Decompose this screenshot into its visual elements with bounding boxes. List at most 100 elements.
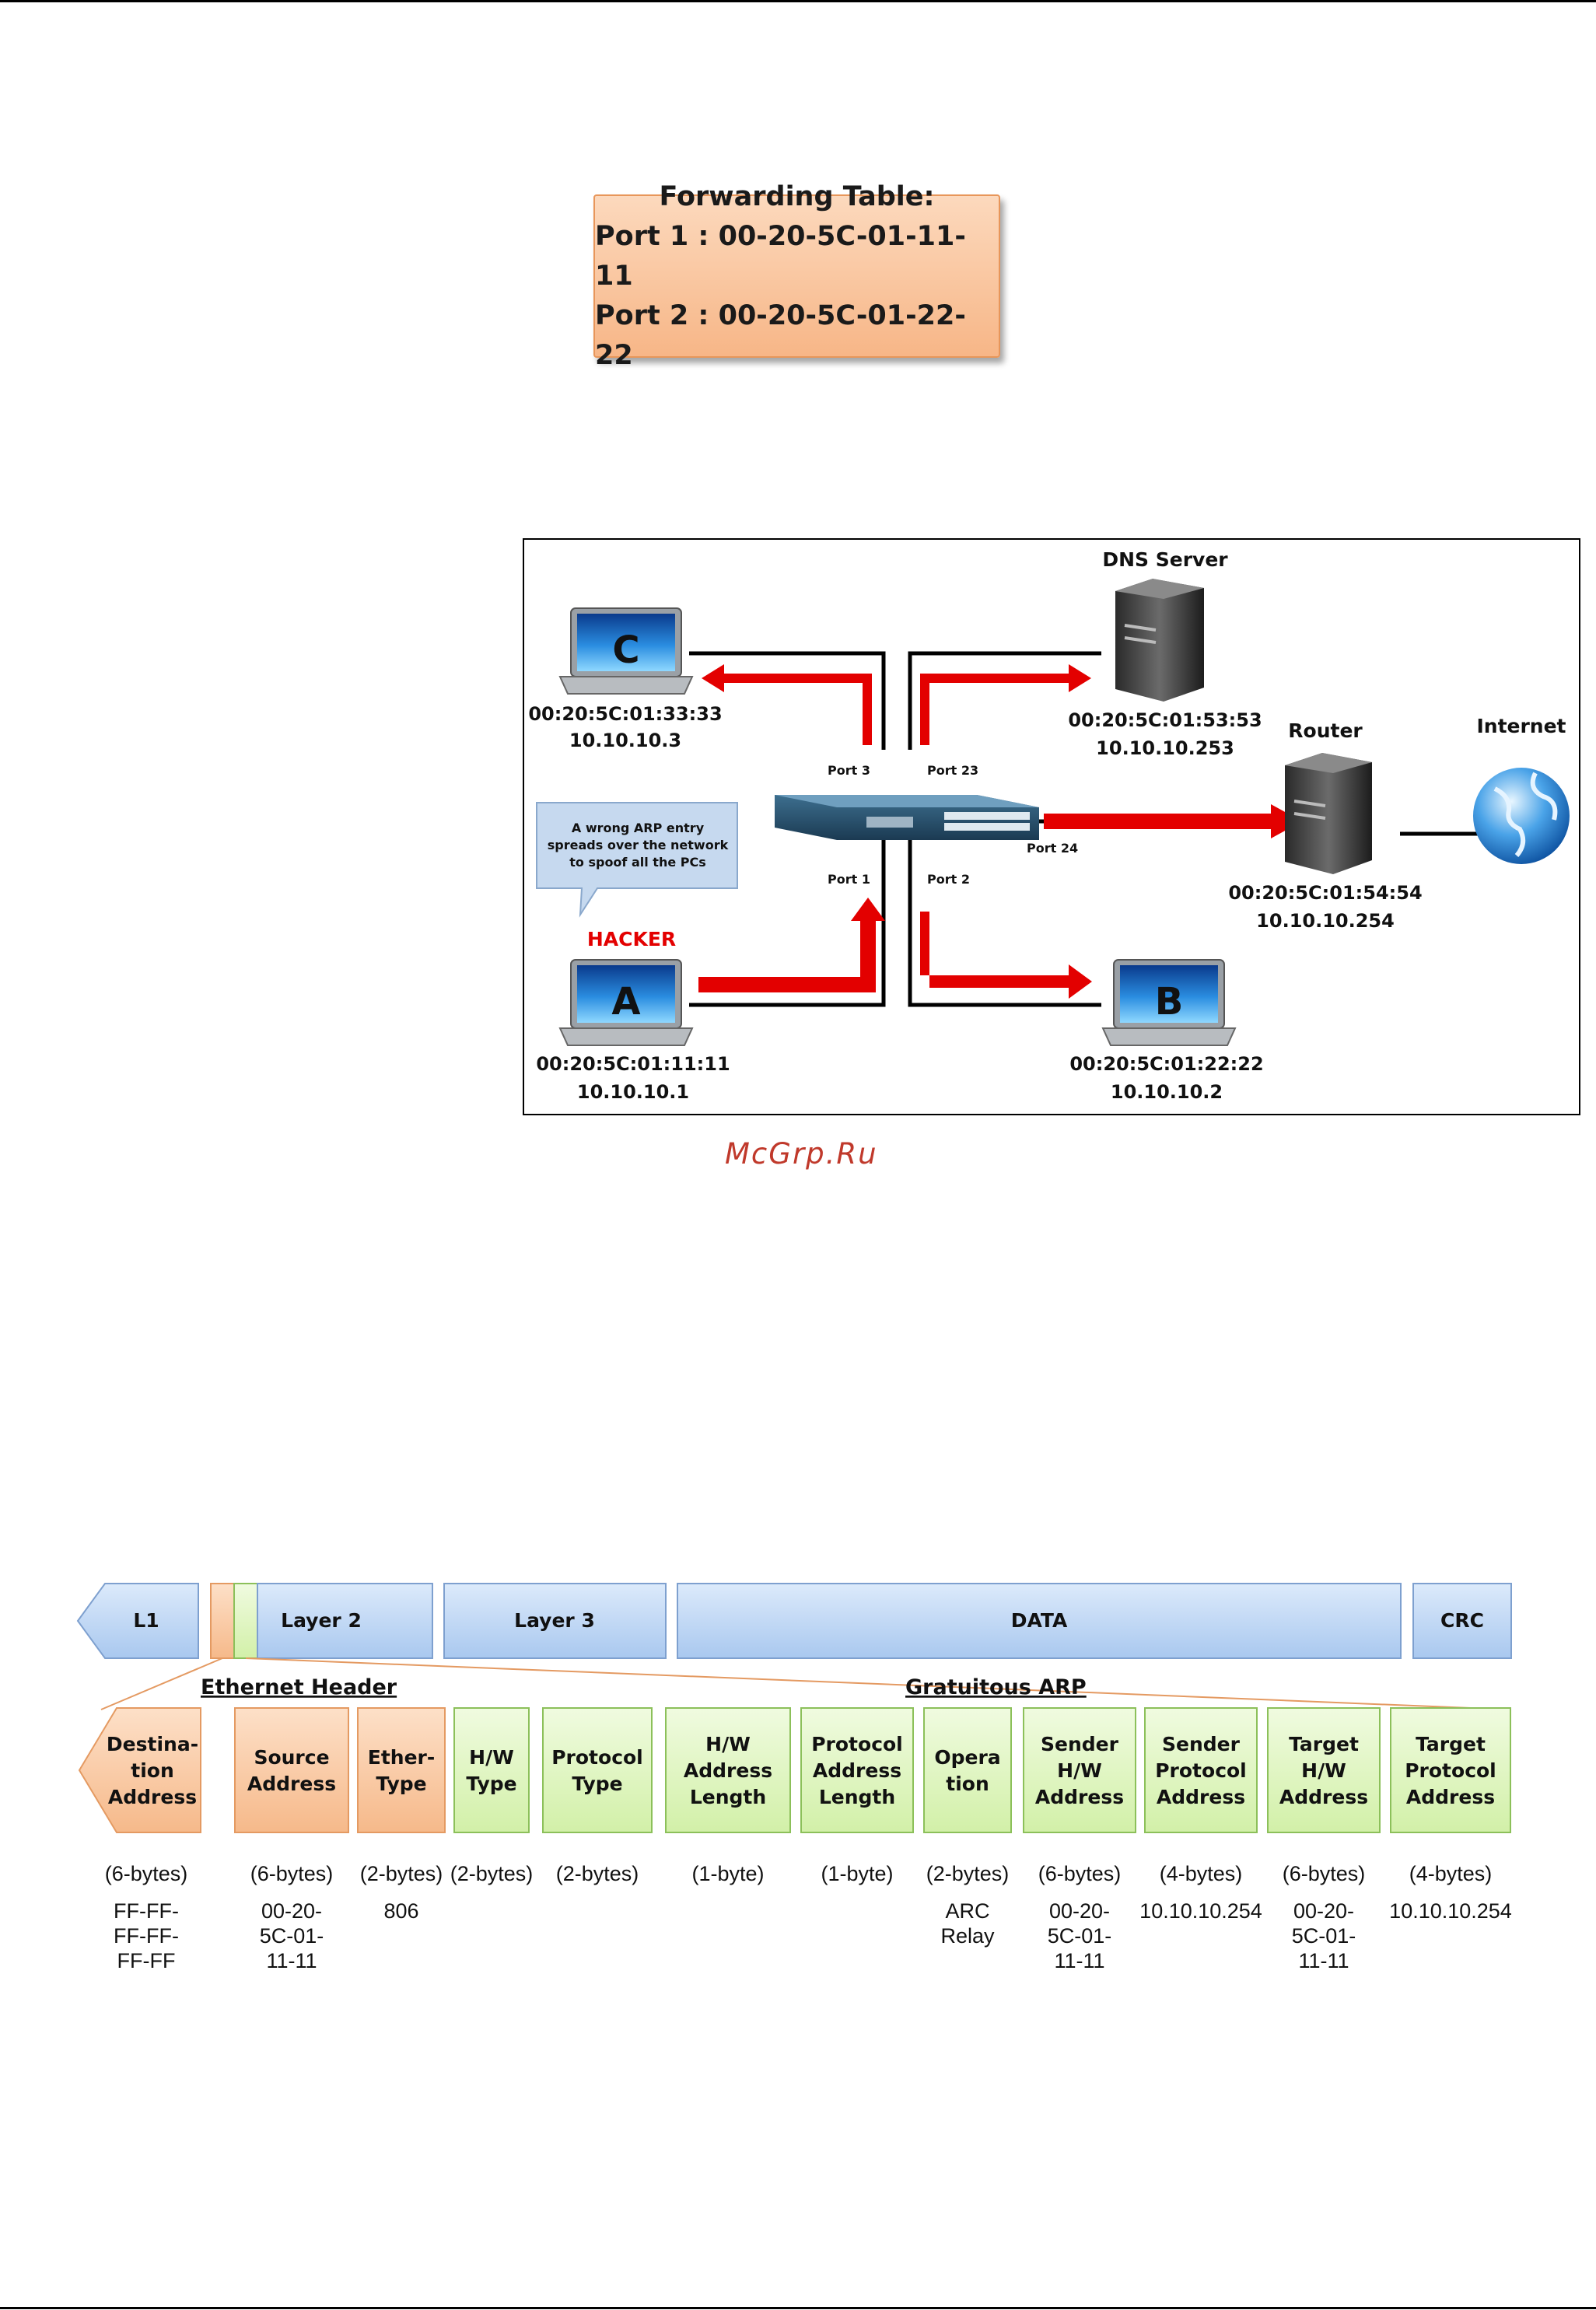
field-size: (2-bytes) [450, 1862, 534, 1885]
field-size: (1-byte) [691, 1862, 764, 1885]
field-size: (4-bytes) [1409, 1862, 1493, 1885]
watermark: McGrp.Ru [725, 1137, 878, 1171]
field-value: ARC [945, 1899, 989, 1923]
host-c-ip: 10.10.10.3 [569, 730, 681, 751]
field-value: 00-20- [1049, 1899, 1110, 1923]
field-name: Type [572, 1773, 622, 1795]
field-value: FF-FF [117, 1949, 176, 1972]
crc-label: CRC [1440, 1609, 1484, 1632]
forwarding-table-title: Forwarding Table: [659, 180, 935, 212]
field-value: Relay [940, 1924, 995, 1948]
frame-field: SenderH/WAddress(6-bytes)00-20-5C-01-11-… [1023, 1707, 1136, 1972]
layer2-block [257, 1583, 433, 1659]
network-diagram: C A B DNS Server [523, 538, 1580, 1115]
top-rule [0, 0, 1596, 2]
field-value: 5C-01- [1292, 1924, 1356, 1948]
field-size: (4-bytes) [1160, 1862, 1243, 1885]
layer3-label: Layer 3 [514, 1609, 595, 1632]
field-box [453, 1707, 530, 1833]
field-name: Address [247, 1773, 336, 1795]
field-size: (2-bytes) [556, 1862, 639, 1885]
port-label: Port 24 [1027, 841, 1078, 856]
field-name: Address [108, 1786, 197, 1808]
field-name: Address [1035, 1786, 1124, 1808]
field-value: 11-11 [1054, 1949, 1104, 1972]
arp-mini [233, 1583, 258, 1659]
field-name: Opera [934, 1746, 1000, 1769]
field-value: 00-20- [1293, 1899, 1354, 1923]
field-name: H/W [469, 1746, 514, 1769]
frame-field: Ether-Type(2-bytes)806 [357, 1707, 446, 1923]
laptop-c-letter: C [612, 628, 639, 672]
internet-title: Internet [1476, 715, 1566, 737]
router-mac: 00:20:5C:01:54:54 [1228, 882, 1422, 904]
field-name: Length [819, 1786, 895, 1808]
forwarding-table-box: Forwarding Table: Port 1 : 00-20-5C-01-1… [593, 181, 1000, 371]
hacker-label: HACKER [587, 928, 676, 950]
field-size: (2-bytes) [926, 1862, 1010, 1885]
host-b-ip: 10.10.10.2 [1111, 1081, 1223, 1103]
callout-bubble: A wrong ARP entry spreads over the netwo… [536, 802, 738, 918]
arrow-to-dns [920, 664, 1091, 745]
frame-field: SenderProtocolAddress(4-bytes)10.10.10.2… [1139, 1707, 1262, 1923]
port-label: Port 2 [927, 872, 970, 887]
internet-globe-icon [1473, 768, 1570, 864]
field-value: 10.10.10.254 [1389, 1899, 1512, 1923]
field-box [1144, 1707, 1258, 1833]
field-name: H/W [1301, 1759, 1346, 1782]
field-name: Address [1406, 1786, 1495, 1808]
field-box [665, 1707, 791, 1833]
network-diagram-canvas: C A B DNS Server [528, 548, 1570, 1103]
frame-diagram: L1 Layer 2 Layer 3 DATA CRC Ethernet Hea… [70, 1571, 1548, 1976]
crc-block [1412, 1583, 1512, 1659]
field-name: Protocol [551, 1746, 643, 1769]
field-name: Address [684, 1759, 772, 1782]
port-label: Port 23 [927, 763, 978, 778]
field-size: (6-bytes) [250, 1862, 334, 1885]
frame-field: TargetH/WAddress(6-bytes)00-20-5C-01-11-… [1267, 1707, 1381, 1972]
field-value: 11-11 [266, 1949, 317, 1972]
field-size: (6-bytes) [1283, 1862, 1366, 1885]
host-a-mac: 00:20:5C:01:11:11 [536, 1053, 730, 1075]
port-label: Port 1 [828, 872, 870, 887]
field-box [1390, 1707, 1511, 1833]
router-title: Router [1288, 719, 1363, 742]
field-size: (1-byte) [821, 1862, 893, 1885]
arrow-to-b [920, 912, 1092, 999]
field-size: (6-bytes) [1038, 1862, 1122, 1885]
field-name: tion [131, 1759, 174, 1782]
field-name: Sender [1041, 1733, 1119, 1755]
arrow-from-a [698, 898, 885, 992]
field-value: 10.10.10.254 [1139, 1899, 1262, 1923]
field-value: FF-FF- [114, 1899, 179, 1923]
field-name: Address [813, 1759, 901, 1782]
field-name: Protocol [1155, 1759, 1247, 1782]
field-row: Destina-tionAddress(6-bytes)FF-FF-FF-FF-… [78, 1707, 1512, 1972]
frame-field: TargetProtocolAddress(4-bytes)10.10.10.2… [1389, 1707, 1512, 1923]
data-block [677, 1583, 1402, 1659]
host-c-mac: 00:20:5C:01:33:33 [528, 703, 722, 725]
field-name: Address [1157, 1786, 1245, 1808]
host-a-ip: 10.10.10.1 [577, 1081, 689, 1103]
field-name: Target [1416, 1733, 1486, 1755]
dns-server-title: DNS Server [1102, 548, 1228, 571]
forwarding-table-row: Port 2 : 00-20-5C-01-22-22 [595, 299, 966, 371]
field-value: 5C-01- [1048, 1924, 1112, 1948]
field-box [1023, 1707, 1136, 1833]
field-name: Type [466, 1773, 516, 1795]
field-box [800, 1707, 914, 1833]
field-box [542, 1707, 653, 1833]
laptop-a-letter: A [611, 980, 640, 1024]
field-name: tion [946, 1773, 989, 1795]
field-name: Protocol [811, 1733, 903, 1755]
field-name: Target [1289, 1733, 1359, 1755]
field-box [234, 1707, 349, 1833]
field-box [923, 1707, 1012, 1833]
l1-block [76, 1583, 199, 1659]
layer2-label: Layer 2 [281, 1609, 362, 1632]
l1-label: L1 [133, 1609, 159, 1632]
callout-line: A wrong ARP entry [572, 821, 705, 835]
